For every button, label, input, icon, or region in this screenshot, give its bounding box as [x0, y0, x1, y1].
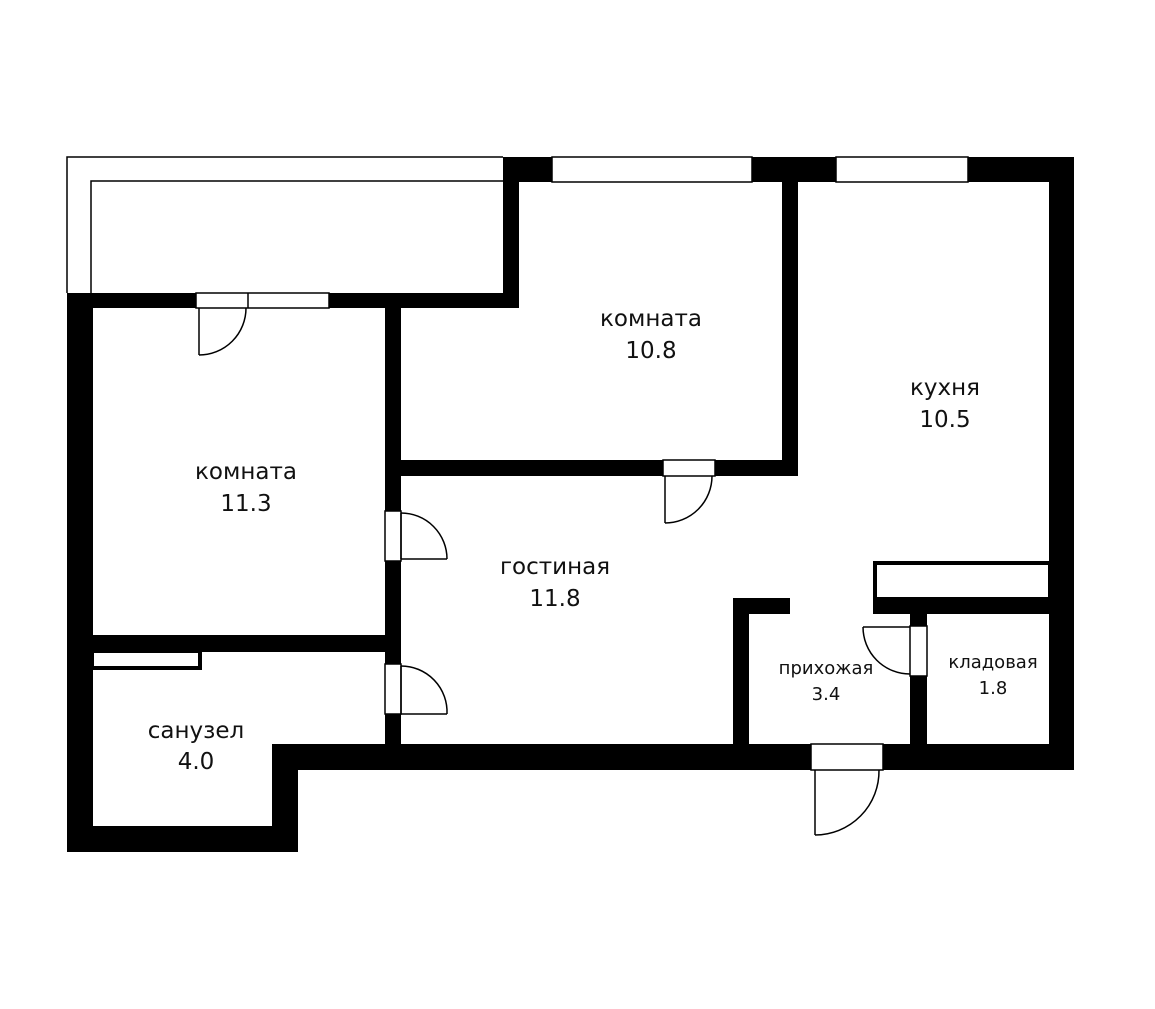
window-kitchen — [835, 156, 969, 183]
door-room-10-8 — [662, 459, 716, 524]
windows — [195, 156, 969, 309]
room-name-kitchen: кухня — [910, 375, 980, 401]
room-name-komnata-top: комната — [600, 306, 702, 332]
door-bathroom — [384, 663, 448, 715]
room-area-storage: 1.8 — [979, 678, 1008, 699]
doors — [198, 307, 928, 836]
room-area-hallway: 3.4 — [812, 684, 841, 705]
bathroom-shelf — [90, 649, 202, 670]
balcony-door-window — [195, 292, 330, 309]
room-area-living: 11.8 — [529, 586, 580, 612]
room-area-bathroom: 4.0 — [178, 749, 215, 775]
door-storage — [862, 625, 928, 677]
room-name-bathroom: санузел — [148, 718, 244, 744]
room-name-living: гостиная — [500, 554, 610, 580]
kitchen-counter — [873, 561, 1052, 601]
room-area-komnata-top: 10.8 — [625, 338, 676, 364]
balcony — [66, 156, 503, 293]
door-balcony — [198, 307, 247, 356]
built-ins — [90, 561, 1052, 670]
door-room-11-3 — [384, 510, 448, 562]
room-name-hallway: прихожая — [779, 658, 874, 679]
walls — [67, 157, 1074, 852]
room-name-komnata-left: комната — [195, 459, 297, 485]
window-room-10-8 — [551, 156, 753, 183]
room-area-komnata-left: 11.3 — [220, 491, 271, 517]
door-entrance — [810, 743, 884, 836]
room-name-storage: кладовая — [948, 652, 1037, 673]
room-area-kitchen: 10.5 — [919, 407, 970, 433]
room-labels: комната 10.8 кухня 10.5 комната 11.3 гос… — [148, 306, 1038, 775]
